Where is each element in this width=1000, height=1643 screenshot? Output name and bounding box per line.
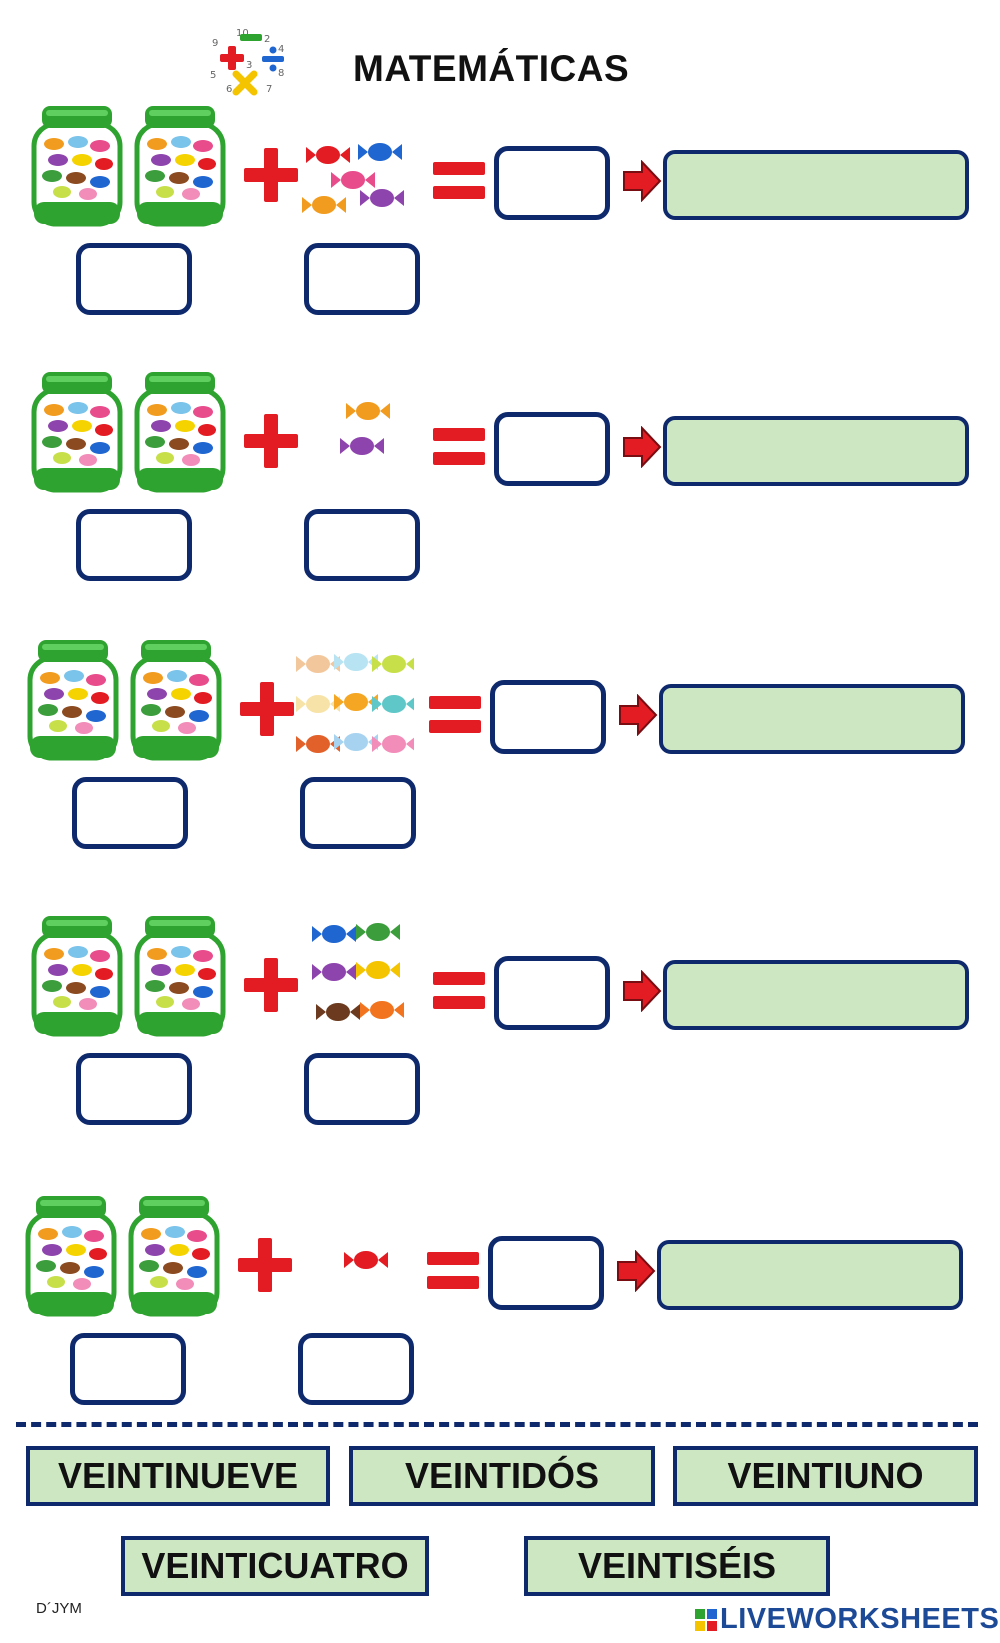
brand-logo: LIVEWORKSHEETS (694, 1603, 999, 1636)
candy-jar-icon (24, 636, 122, 762)
number-word-field[interactable] (657, 1240, 963, 1310)
plus-icon (240, 682, 294, 736)
equals-icon (429, 692, 481, 738)
svg-text:8: 8 (278, 68, 284, 79)
candy-count-box[interactable] (304, 1053, 420, 1125)
sum-answer-box[interactable] (494, 412, 610, 486)
word-card[interactable]: VEINTIDÓS (349, 1446, 655, 1506)
page-title: MATEMÁTICAS (353, 48, 630, 89)
jar-count-box[interactable] (76, 1053, 192, 1125)
candy-jar-icon (125, 1192, 223, 1318)
liveworksheets-logo-icon (695, 1608, 717, 1631)
candy-count-box[interactable] (298, 1333, 414, 1405)
candy-jar-icon (131, 912, 229, 1038)
candy-jar-icon (131, 102, 229, 228)
candy-jar-icon (28, 102, 126, 228)
arrow-right-icon (622, 426, 662, 468)
number-word-field[interactable] (663, 416, 969, 486)
arrow-right-icon (618, 694, 658, 736)
plus-icon (244, 148, 298, 202)
jar-count-box[interactable] (70, 1333, 186, 1405)
equals-icon (433, 424, 485, 470)
number-word-field[interactable] (663, 150, 969, 220)
loose-candies-icon (296, 644, 414, 764)
arrow-right-icon (622, 160, 662, 202)
equals-icon (433, 158, 485, 204)
word-card[interactable]: VEINTISÉIS (524, 1536, 830, 1596)
candy-jar-icon (131, 368, 229, 494)
candy-count-box[interactable] (304, 509, 420, 581)
sum-answer-box[interactable] (490, 680, 606, 754)
math-operations-logo-icon: 9 10 2 4 5 8 3 6 7 (206, 26, 290, 98)
number-word-field[interactable] (659, 684, 965, 754)
candy-jar-icon (127, 636, 225, 762)
loose-candies-icon (298, 130, 416, 250)
problem-row-5 (0, 1190, 1000, 1420)
loose-candies-icon (318, 386, 436, 506)
problem-row-3 (0, 634, 1000, 864)
loose-candies-icon (310, 1204, 428, 1324)
svg-text:6: 6 (226, 84, 232, 95)
equals-icon (427, 1248, 479, 1294)
svg-text:3: 3 (246, 60, 252, 71)
sum-answer-box[interactable] (488, 1236, 604, 1310)
jar-count-box[interactable] (76, 509, 192, 581)
svg-text:4: 4 (278, 44, 284, 55)
problem-row-4 (0, 910, 1000, 1140)
candy-jar-icon (28, 912, 126, 1038)
svg-text:10: 10 (236, 28, 249, 39)
dashed-divider (16, 1422, 978, 1427)
word-card[interactable]: VEINTINUEVE (26, 1446, 330, 1506)
arrow-right-icon (616, 1250, 656, 1292)
candy-count-box[interactable] (304, 243, 420, 315)
candy-jar-icon (22, 1192, 120, 1318)
brand-name: LIVEWORKSHEETS (720, 1603, 1000, 1635)
problem-row-2 (0, 366, 1000, 596)
svg-text:5: 5 (210, 70, 216, 81)
plus-icon (244, 414, 298, 468)
arrow-right-icon (622, 970, 662, 1012)
word-card[interactable]: VEINTICUATRO (121, 1536, 429, 1596)
jar-count-box[interactable] (72, 777, 188, 849)
candy-count-box[interactable] (300, 777, 416, 849)
svg-text:9: 9 (212, 38, 218, 49)
svg-text:2: 2 (264, 34, 270, 45)
plus-icon (238, 1238, 292, 1292)
worksheet-header: 9 10 2 4 5 8 3 6 7 MATEMÁTICAS (0, 0, 1000, 105)
loose-candies-icon (302, 918, 420, 1038)
jar-count-box[interactable] (76, 243, 192, 315)
sum-answer-box[interactable] (494, 146, 610, 220)
problem-row-1 (0, 100, 1000, 330)
equals-icon (433, 968, 485, 1014)
number-word-field[interactable] (663, 960, 969, 1030)
sum-answer-box[interactable] (494, 956, 610, 1030)
author-signature: D´JYM (36, 1600, 82, 1617)
svg-text:7: 7 (266, 84, 272, 95)
plus-icon (244, 958, 298, 1012)
word-card[interactable]: VEINTIUNO (673, 1446, 978, 1506)
candy-jar-icon (28, 368, 126, 494)
